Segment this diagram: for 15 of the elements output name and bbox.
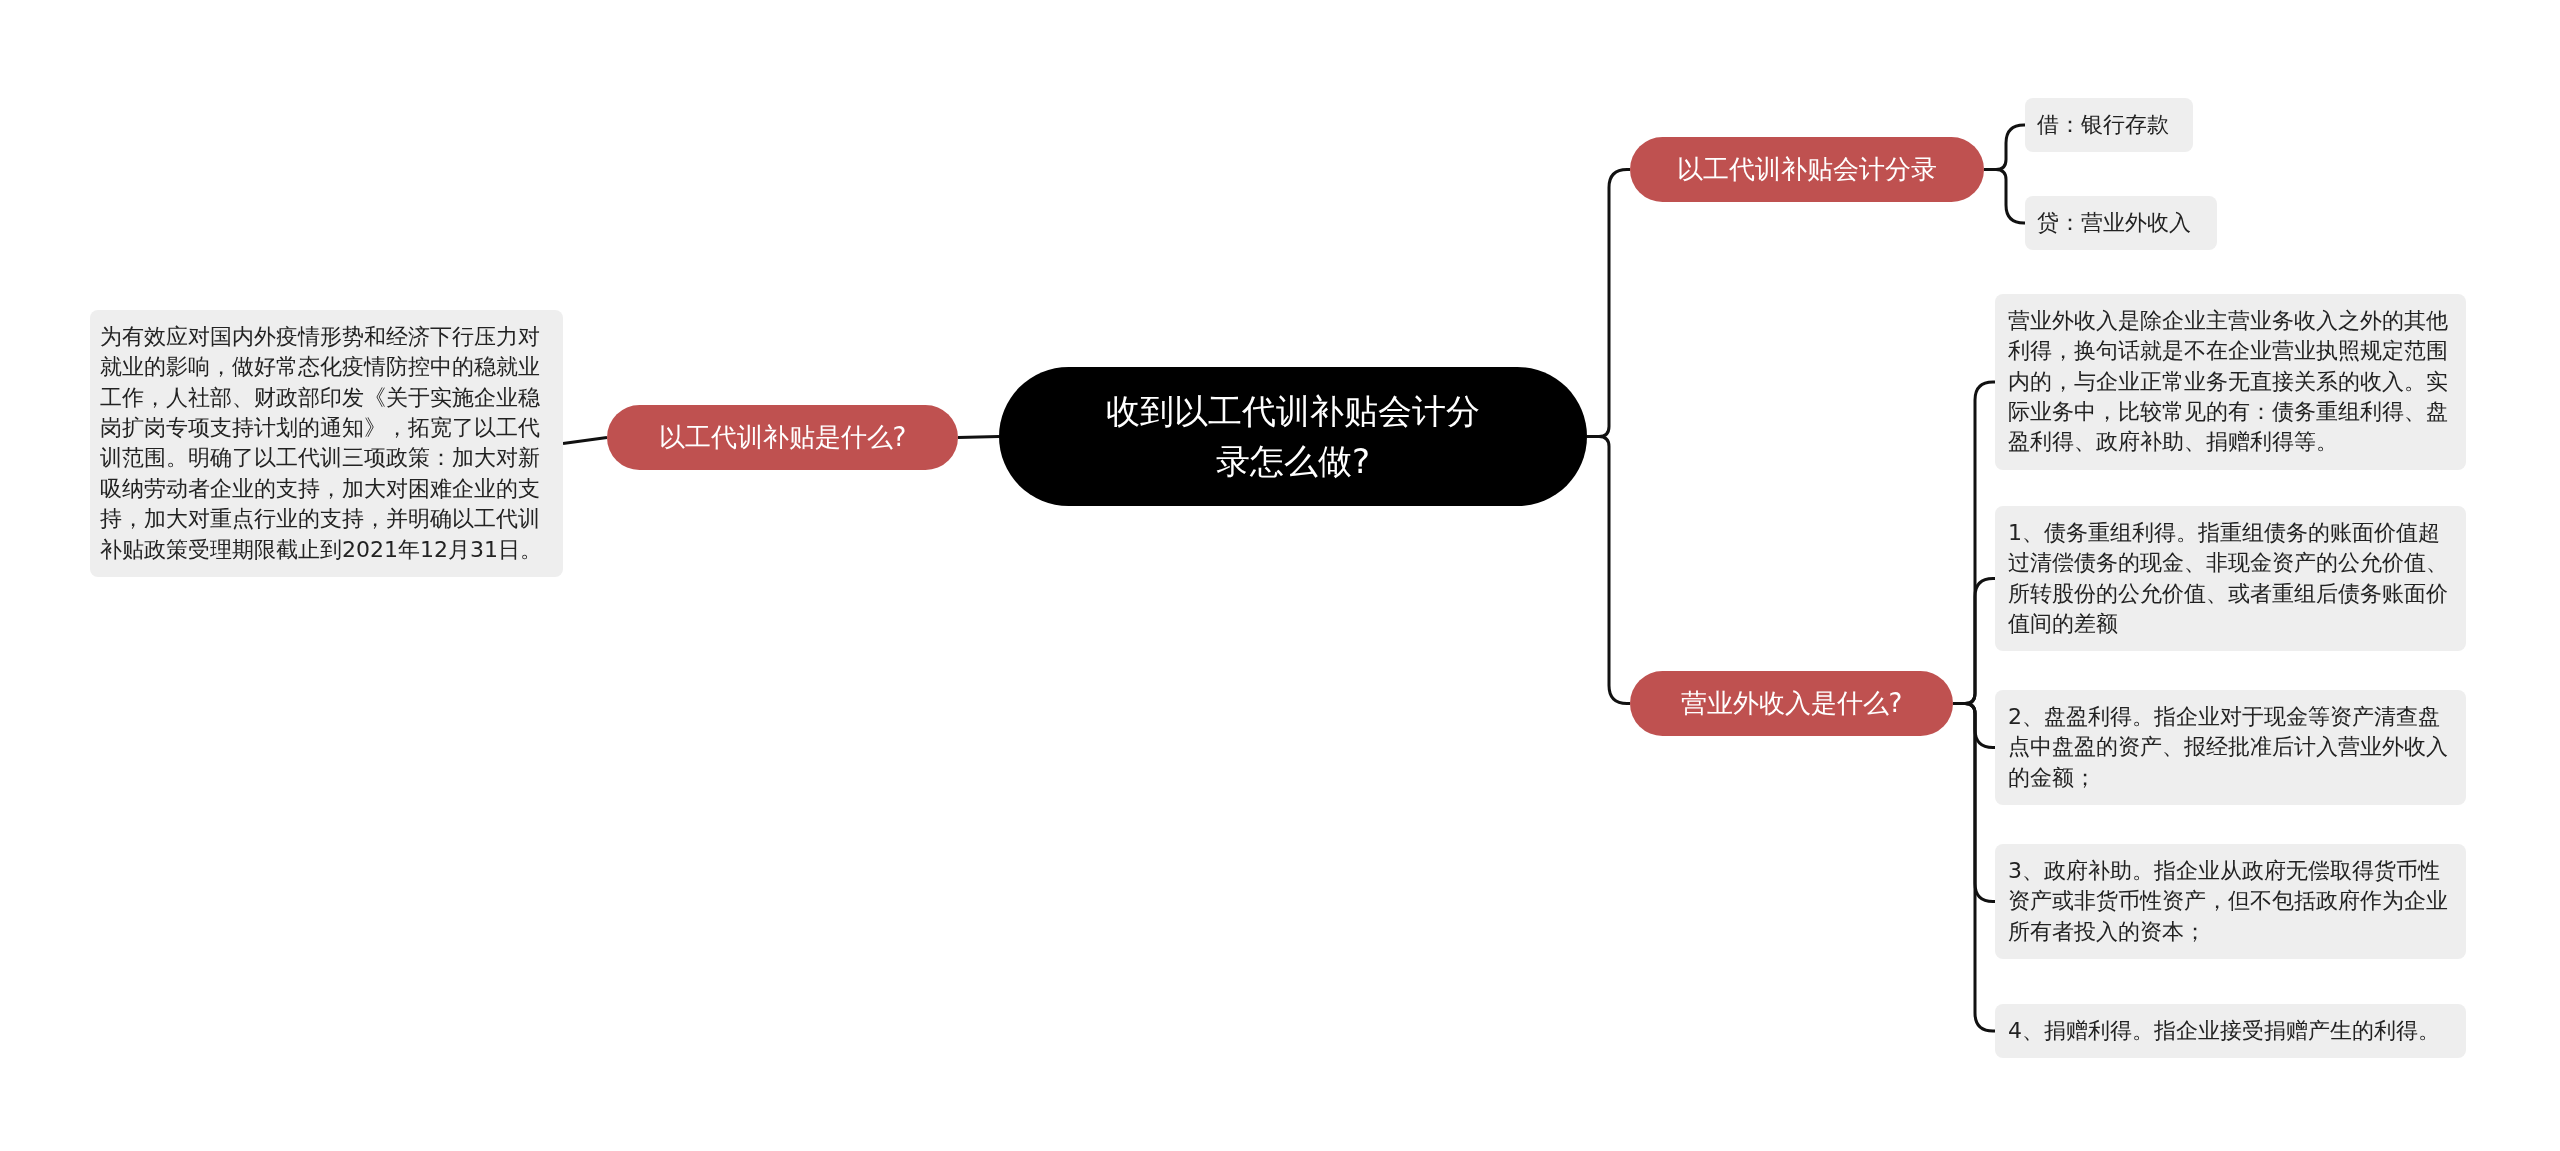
connector-line [562,436,608,445]
note-card: 2、盘盈利得。指企业对于现金等资产清查盘点中盘盈的资产、报经批准后计入营业外收入的金额； [1995,690,2466,806]
note-card: 3、政府补助。指企业从政府无偿取得货币性资产或非货币性资产，但不包括政府作为企业所有者投入的资本； [1995,844,2466,960]
note-card: 4、捐赠利得。指企业接受捐赠产生的利得。 [1995,1004,2466,1059]
connector-line [1984,168,2026,225]
note-card: 借：银行存款 [2025,98,2193,153]
note-card: 营业外收入是除企业主营业务收入之外的其他利得，换句话就是不在企业营业执照规定范围内的，与企业正常业务无直接关系的收入。实际业务中，比较常见的有：债务重组利得、盘盈利得、政府补助、捐赠利得等。 [1995,294,2466,470]
note-card: 贷：营业外收入 [2025,196,2217,251]
note-card: 为有效应对国内外疫情形势和经济下行压力对就业的影响，做好常态化疫情防控中的稳就业工作，人社部、财政部印发《关于实施企业稳岗扩岗专项支持计划的通知》，拓宽了以工代训范围。明确了以工代训三项政策：加大对新吸纳劳动者企业的支持，加大对困难企业的支持，加大对重点行业的支持，并明确以工代训补贴政策受理期限截止到2021年12月31日。 [90,310,563,577]
branch-topic: 以工代训补贴是什么? [607,405,958,470]
connector-line [957,435,1000,439]
note-card: 1、债务重组利得。指重组债务的账面价值超过清偿债务的现金、非现金资产的公允价值、所转股份的公允价值、或者重组后债务账面价值间的差额 [1995,506,2466,652]
central-topic: 收到以工代训补贴会计分录怎么做? [999,367,1587,506]
branch-topic: 以工代训补贴会计分录 [1630,137,1984,202]
branch-topic: 营业外收入是什么? [1630,671,1953,736]
